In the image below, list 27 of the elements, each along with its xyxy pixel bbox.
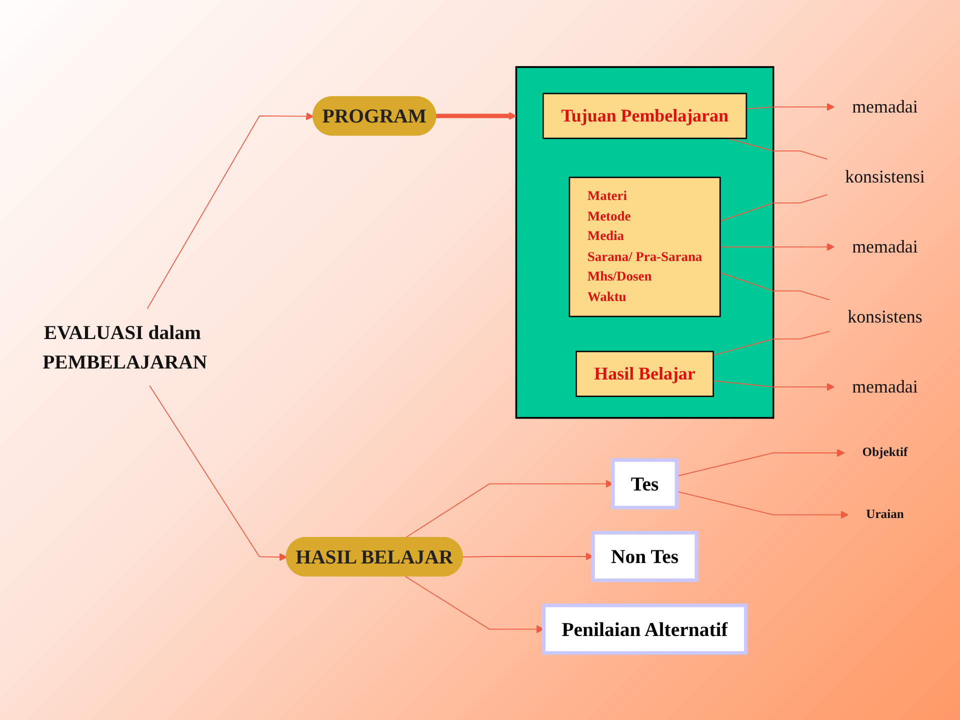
node-box: Tujuan Pembelajaran [542, 92, 748, 140]
arrow [436, 112, 517, 120]
arrow [146, 112, 314, 310]
node-text: Uraian [866, 508, 904, 522]
arrow [149, 385, 288, 561]
connector [720, 194, 828, 222]
node-text: memadai [852, 97, 918, 117]
arrow [676, 491, 849, 519]
node-box: Materi Metode Media Sarana/ Pra-Sarana Mhs/Dosen Waktu [568, 176, 721, 318]
node-text: memadai [852, 377, 918, 397]
node-box: Tes [611, 458, 678, 510]
node-text: memadai [852, 237, 918, 257]
arrow [712, 380, 834, 391]
arrow [676, 448, 845, 477]
node-text: konsistensi [845, 167, 925, 187]
node-text: konsistens [848, 307, 922, 327]
node-box: Penilaian Alternatif [542, 604, 748, 655]
connector [720, 272, 830, 300]
node-text: Objektif [862, 446, 908, 460]
connector [712, 330, 830, 356]
arrow [720, 243, 834, 251]
arrow [462, 552, 594, 560]
node-text: EVALUASI dalam PEMBELAJARAN [42, 321, 208, 374]
node-box: Hasil Belajar [576, 350, 714, 398]
arrow [746, 103, 834, 111]
node-box: Non Tes [591, 530, 698, 582]
cluster [515, 66, 774, 419]
